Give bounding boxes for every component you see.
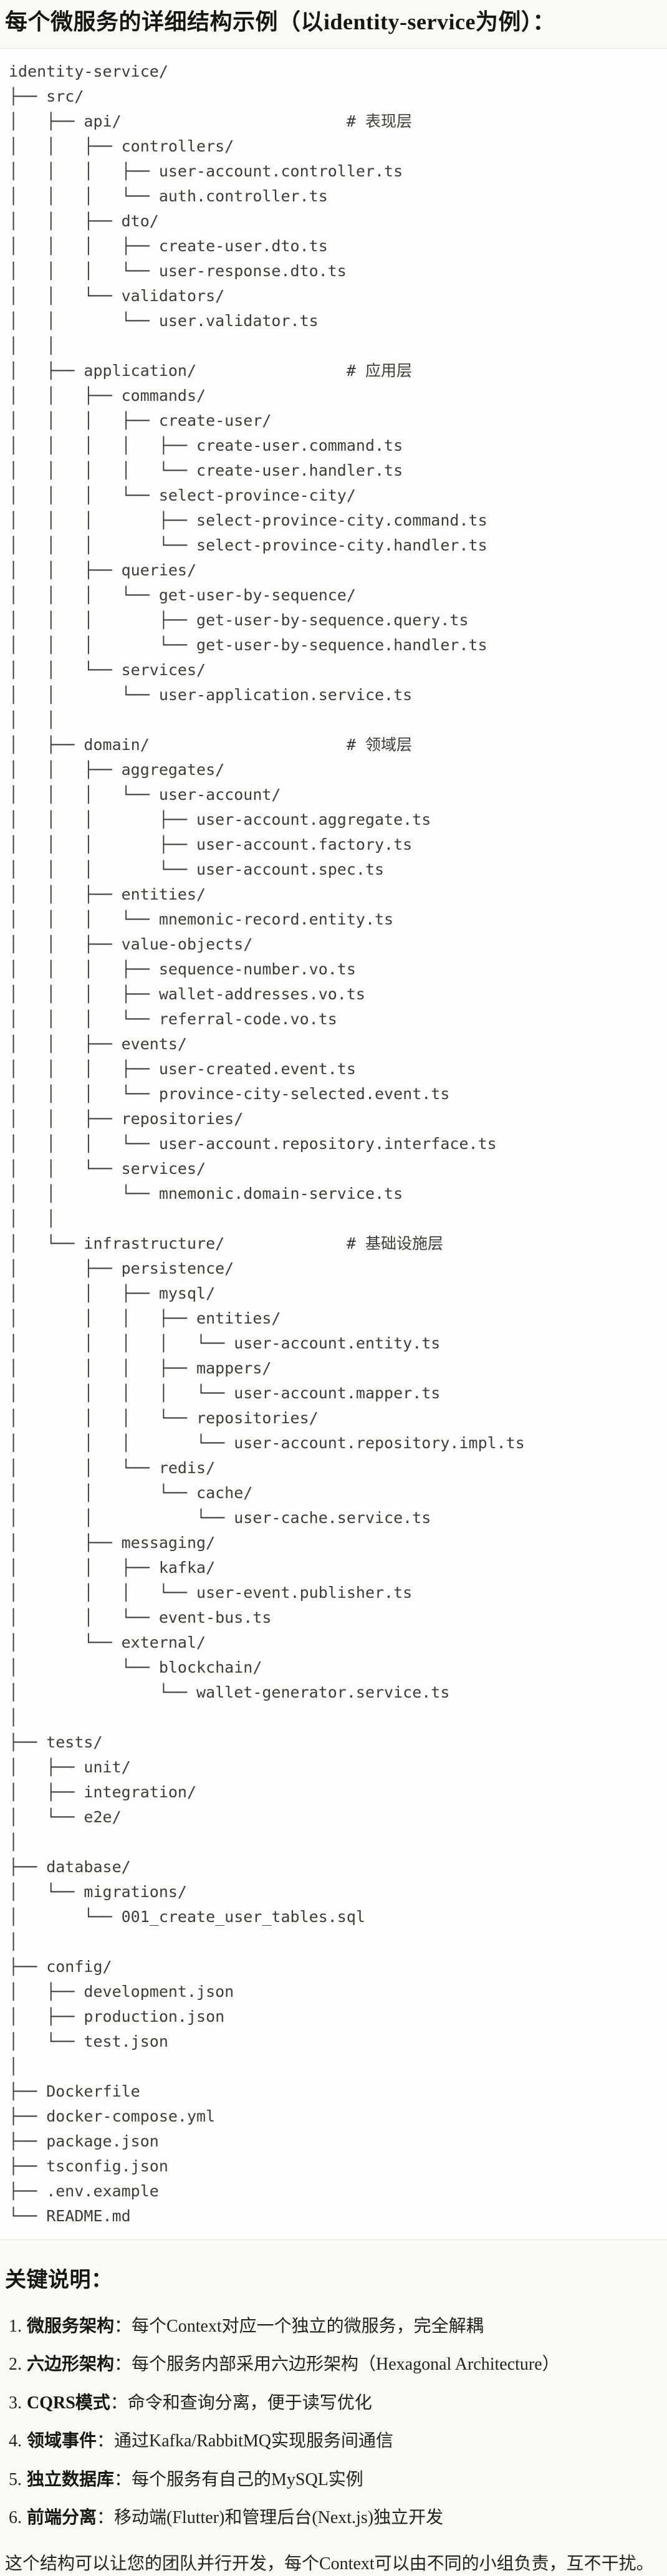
directory-tree-code-block: identity-service/ ├── src/ │ ├── api/ # … bbox=[0, 48, 667, 2240]
note-item-3: 3.CQRS模式：命令和查询分离，便于读写优化 bbox=[9, 2392, 660, 2415]
note-number: 6. bbox=[9, 2507, 22, 2527]
note-item-2: 2.六边形架构：每个服务内部采用六边形架构（Hexagonal Architec… bbox=[9, 2353, 660, 2376]
note-number: 4. bbox=[9, 2431, 22, 2451]
note-label: 六边形架构 bbox=[27, 2355, 115, 2375]
note-item-4: 4.领域事件：通过Kafka/RabbitMQ实现服务间通信 bbox=[9, 2430, 660, 2453]
note-label: 独立数据库 bbox=[27, 2469, 115, 2489]
closing-paragraph: 这个结构可以让您的团队并行开发，每个Context可以由不同的小组负责，互不干扰… bbox=[5, 2554, 654, 2574]
note-number: 3. bbox=[9, 2393, 22, 2413]
note-text: ：通过Kafka/RabbitMQ实现服务间通信 bbox=[97, 2431, 393, 2451]
note-item-6: 6.前端分离：移动端(Flutter)和管理后台(Next.js)独立开发 bbox=[9, 2507, 660, 2529]
note-number: 5. bbox=[9, 2469, 22, 2489]
note-text: ：每个Context对应一个独立的微服务，完全解耦 bbox=[114, 2317, 484, 2336]
note-text: ：命令和查询分离，便于读写优化 bbox=[110, 2393, 372, 2413]
notes-heading: 关键说明： bbox=[5, 2269, 113, 2292]
note-text: ：每个服务有自己的MySQL实例 bbox=[114, 2469, 363, 2489]
note-number: 1. bbox=[9, 2317, 22, 2336]
page-title: 每个微服务的详细结构示例（以identity-service为例）： bbox=[5, 9, 555, 34]
note-text: ：移动端(Flutter)和管理后台(Next.js)独立开发 bbox=[97, 2507, 444, 2527]
note-item-5: 5.独立数据库：每个服务有自己的MySQL实例 bbox=[9, 2469, 660, 2491]
note-text: ：每个服务内部采用六边形架构（Hexagonal Architecture） bbox=[114, 2355, 560, 2375]
note-label: 前端分离 bbox=[27, 2507, 97, 2527]
directory-tree: identity-service/ ├── src/ │ ├── api/ # … bbox=[9, 62, 525, 2225]
note-label: CQRS模式 bbox=[27, 2393, 110, 2413]
note-number: 2. bbox=[9, 2355, 22, 2375]
key-notes-section: 关键说明： 1. 微服务架构：每个Context对应一个独立的微服务，完全解耦 2… bbox=[0, 2240, 667, 2576]
note-label: 微服务架构 bbox=[27, 2317, 115, 2336]
note-label: 领域事件 bbox=[27, 2431, 97, 2451]
note-item-1: 1. 微服务架构：每个Context对应一个独立的微服务，完全解耦 bbox=[9, 2315, 660, 2338]
